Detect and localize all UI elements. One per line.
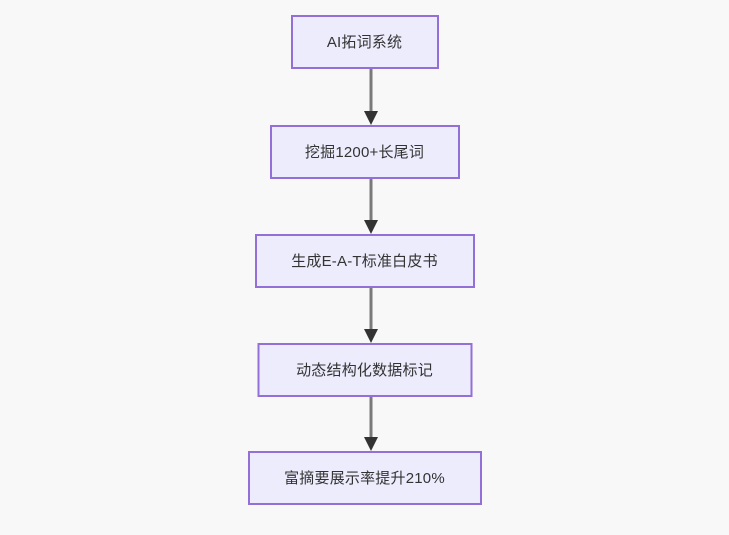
flowchart-node-label: 挖掘1200+长尾词 [304,143,425,161]
arrow-down-icon [364,288,378,343]
flowchart-node-n2[interactable]: 挖掘1200+长尾词 [269,125,460,179]
flowchart-node-label: AI拓词系统 [326,33,403,51]
flowchart-node-n5[interactable]: 富摘要展示率提升210% [247,451,482,505]
flowchart-node-n4[interactable]: 动态结构化数据标记 [257,343,472,397]
flowchart-node-n1[interactable]: AI拓词系统 [290,15,439,69]
flowchart-edge-n3-n4 [359,288,383,343]
flowchart-edge-n1-n2 [359,69,383,125]
flowchart-node-label: 富摘要展示率提升210% [284,469,445,487]
arrow-down-icon [364,397,378,451]
flowchart-edge-n2-n3 [359,179,383,234]
arrow-down-icon [364,69,378,125]
flowchart-edge-n4-n5 [359,397,383,451]
flowchart-node-label: 动态结构化数据标记 [296,361,433,379]
arrow-down-icon [364,179,378,234]
flowchart-node-n3[interactable]: 生成E-A-T标准白皮书 [254,234,475,288]
flowchart-node-label: 生成E-A-T标准白皮书 [291,252,438,270]
